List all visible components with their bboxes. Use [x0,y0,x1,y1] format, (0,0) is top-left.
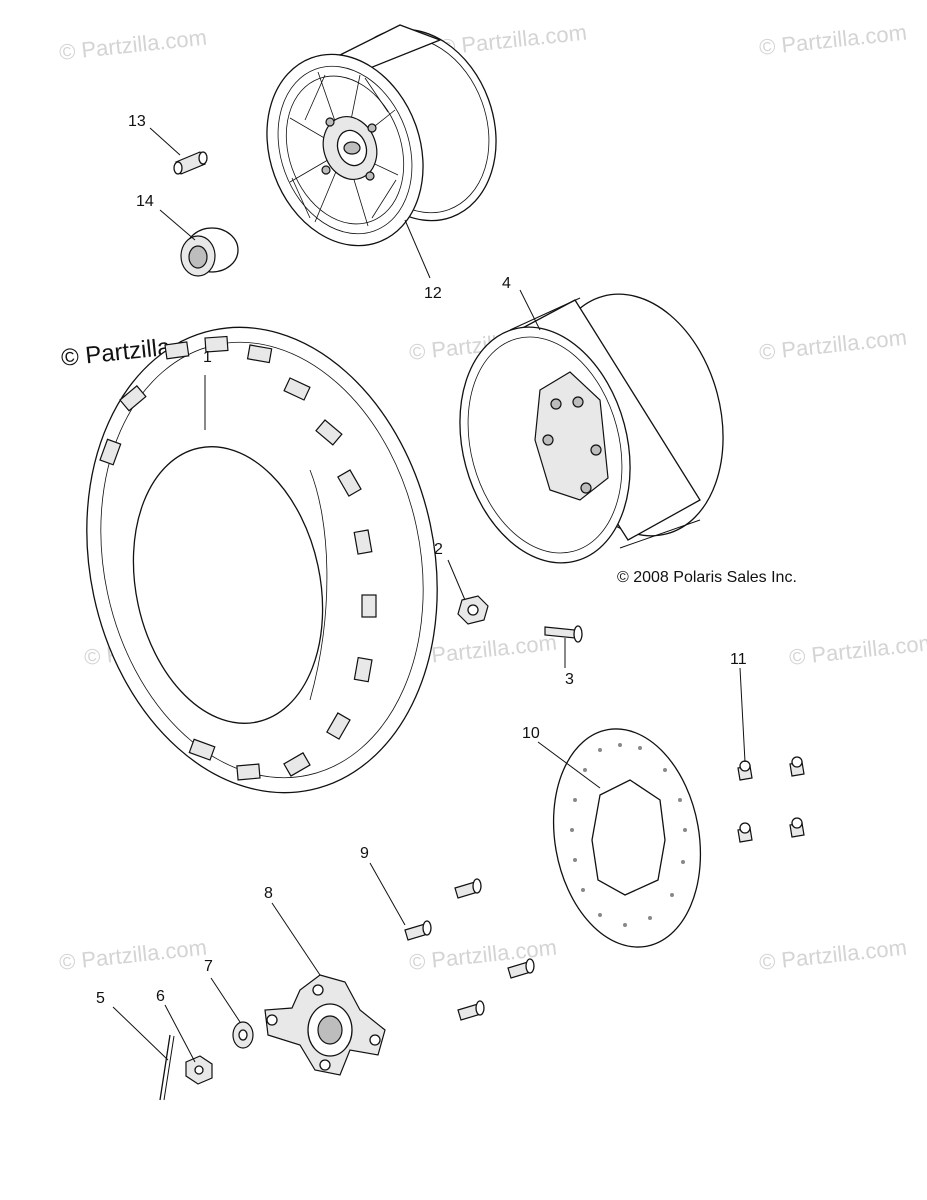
pin-part-13 [173,151,208,175]
callout-14: 14 [136,193,154,210]
callout-6: 6 [156,988,165,1005]
callout-1: 1 [203,349,212,366]
cotter-pin-part-5 [159,1034,175,1101]
tire-part-1 [86,326,438,794]
callout-2: 2 [434,541,443,558]
watermark: © Partzilla.com [408,935,558,975]
callout-11: 11 [730,651,747,668]
studs-part-9 [404,878,535,1021]
callout-8: 8 [264,885,273,902]
leader-lines [112,127,746,1063]
washer-part-7 [232,1021,254,1049]
callout-9: 9 [360,845,369,862]
callout-labels: 1 2 3 4 5 6 7 8 9 10 11 12 13 14 [96,113,747,1007]
wheel-rim-part-4 [459,293,724,564]
callout-7: 7 [204,958,213,975]
nut-part-2 [457,595,489,625]
watermark: © Partzilla.com [58,25,208,65]
watermark: © Partzilla.com [758,935,908,975]
callout-10: 10 [522,725,540,742]
bolt-part-3 [544,625,583,643]
castle-nut-part-6 [185,1055,213,1085]
watermark: © Partzilla.com [758,325,908,365]
callout-12: 12 [424,285,442,302]
disc-holes [570,743,687,927]
copyright-notice: © 2008 Polaris Sales Inc. [617,569,797,586]
bolts-part-11 [737,756,805,843]
center-cap-part-14 [180,227,239,277]
wheel-rim-part-12 [266,24,497,247]
callout-13: 13 [128,113,146,130]
watermark: © Partzilla.com [58,935,208,975]
callout-3: 3 [565,671,574,688]
callout-5: 5 [96,990,105,1007]
hub-part-8 [264,974,386,1076]
brake-disc-part-10 [552,728,702,948]
watermark: © Partzilla.com [788,630,927,670]
watermark: © Partzilla.com [758,20,908,60]
callout-4: 4 [502,275,511,292]
